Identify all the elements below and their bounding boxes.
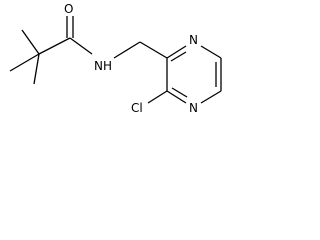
bond-ring-n4-c3-inner bbox=[171, 87, 188, 98]
bond-ring-n1-c6 bbox=[200, 45, 222, 59]
bond-nitrogen-methylene bbox=[113, 41, 141, 59]
atom-ring-nitrogen-top: N bbox=[189, 33, 198, 47]
atom-ring-nitrogen-bottom: N bbox=[189, 101, 198, 115]
bond-ring-c2-n1 bbox=[166, 45, 187, 59]
atom-amide-nitrogen: NH bbox=[94, 59, 112, 73]
bond-carbonyl-nitrogen bbox=[69, 37, 93, 55]
atom-oxygen: O bbox=[64, 2, 73, 16]
bond-ring-chlorine bbox=[147, 90, 168, 104]
bond-ring-c2-n1-inner bbox=[170, 51, 187, 62]
bond-quaternary-carbonyl bbox=[38, 37, 71, 55]
bond-ring-c5-n4 bbox=[200, 90, 222, 104]
bond-methyl-top bbox=[21, 29, 40, 55]
bond-methylene-ring bbox=[139, 41, 168, 59]
bond-ring-n4-c3 bbox=[166, 90, 187, 104]
chemical-structure-diagram: O NH N N Cl bbox=[9, 2, 222, 115]
tert-butyl-group bbox=[9, 29, 71, 85]
atom-chlorine: Cl bbox=[131, 101, 143, 115]
pyrazine-ring: N N bbox=[166, 33, 222, 115]
carbonyl-group: O bbox=[64, 2, 74, 38]
bond-methyl-left bbox=[9, 53, 40, 72]
bond-methyl-bottom bbox=[33, 53, 40, 85]
